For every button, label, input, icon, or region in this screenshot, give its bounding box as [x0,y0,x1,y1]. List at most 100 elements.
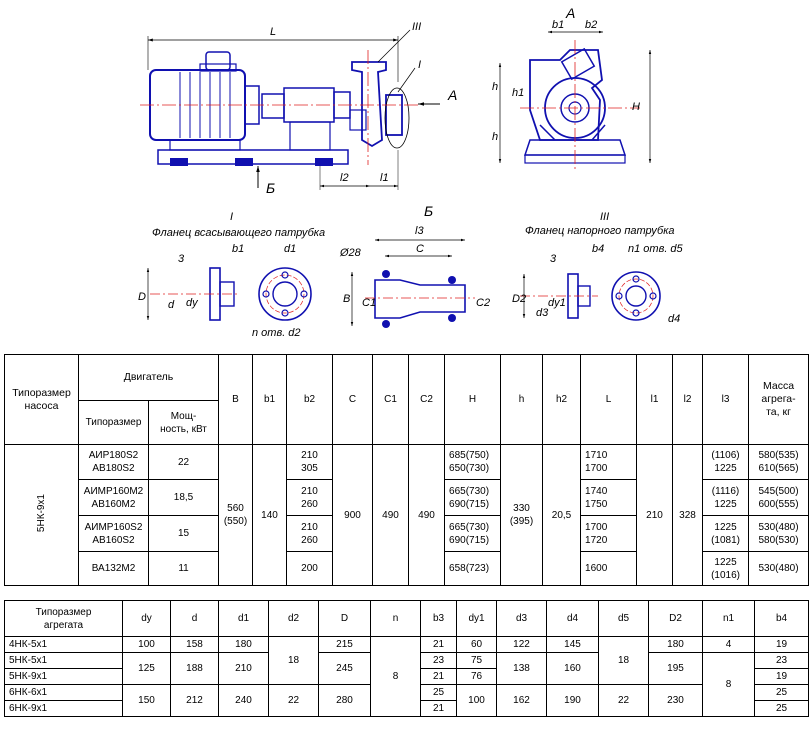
view-A: A b1 b2 h h h1 H [492,5,652,170]
th-b4: b4 [754,600,809,637]
flange-outlet-title: Фланец напорного патрубка [525,225,675,237]
dim-phi28: Ø28 [339,247,362,259]
val-n: 8 [370,636,421,717]
pump-name: 5НК-9х1 [36,493,47,533]
val-H: 685(750) 650(730) [444,444,502,480]
val-mass: 530(480) 580(530) [748,515,810,552]
dim-l2: l2 [340,172,349,184]
th-dy1: dy1 [456,600,497,637]
th-d: d [170,600,219,637]
holes-n1-d5: n1 отв. d5 [628,243,684,255]
val-dy1: 100 [456,684,497,717]
motor-type: АИР180S2 АВ180S2 [78,444,149,480]
motor-power: 18,5 [147,479,220,516]
val-d3: 122 [496,636,547,653]
val-d2: 22 [268,684,319,717]
dim-h: h [492,131,498,143]
val-L: 1600 [580,551,638,586]
val-b4: 25 [754,684,809,701]
th-n: n [370,600,421,637]
flange-inlet-view: I Фланец всасывающего патрубка 3 b1 D d … [138,211,325,339]
th-motor: Двигатель [77,354,220,401]
dim-C: C [416,243,424,255]
dim-B: B [343,293,350,305]
side-view: L III I A [140,21,457,196]
holes-n-d2: n отв. d2 [252,327,301,339]
val-d4: 145 [546,636,599,653]
dim-d1: d1 [284,243,296,255]
th-H: H [444,354,502,445]
val-H: 665(730) 690(715) [444,515,502,552]
val-dy: 150 [122,684,171,717]
th-unit: Типоразмер агрегата [4,600,123,637]
dim-h-top: h [492,81,498,93]
val-l3: 1225 (1081) [702,515,750,552]
th-d2: d2 [268,600,319,637]
val-n1: 4 [702,636,755,653]
unit-name: 5НК-9х1 [4,668,123,685]
val-b2: 210 305 [286,444,334,480]
view-A-title: A [565,5,575,21]
callout-I: I [418,59,421,71]
motor-spec-table: Типоразмер насоса Двигатель B b1 b2 C C1… [4,354,810,586]
motor-type: АИМР160М2 АВ160М2 [78,479,149,516]
dim-h1: h1 [512,87,524,99]
dim-D: D [138,291,146,303]
view-B-title: Б [424,203,433,219]
val-h2: 20,5 [542,444,582,586]
val-mass: 545(500) 600(555) [748,479,810,516]
val-b3: 25 [420,684,457,701]
pump-unit-drawing: L III I A [138,5,684,339]
dim-dy1: dy1 [548,297,566,309]
th-D: D [318,600,371,637]
val-d4: 190 [546,684,599,717]
val-dy1: 60 [456,636,497,653]
th-b3: b3 [420,600,457,637]
dim-l1: l1 [380,172,389,184]
motor-type: АИМР160S2 АВ160S2 [78,515,149,552]
val-b2: 210 260 [286,515,334,552]
view-arrow-A: A [447,87,457,103]
val-L: 1710 1700 [580,444,638,480]
dim-b4: b4 [592,243,604,255]
th-L: L [580,354,638,445]
val-b4: 19 [754,636,809,653]
dim-b2: b2 [585,19,597,31]
val-b1: 140 [252,444,288,586]
val-b4: 25 [754,700,809,717]
motor-power: 15 [147,515,220,552]
val-L: 1740 1750 [580,479,638,516]
th-b1: b1 [252,354,288,445]
th-l3: l3 [702,354,750,445]
val-B: 560 (550) [218,444,254,586]
view-arrow-B: Б [266,180,275,196]
pump-cell: 5НК-9х1 [4,444,79,586]
view-III-label: III [600,211,609,223]
val-d5: 18 [598,636,649,685]
val-b4: 19 [754,668,809,685]
dim-3-left: 3 [178,253,185,265]
val-dy1: 75 [456,652,497,669]
val-d3: 138 [496,652,547,685]
val-C1: 490 [372,444,410,586]
view-B-pipe: Б l3 C Ø28 B C1 C2 [339,203,490,328]
dim-C1: C1 [362,297,376,309]
val-b3: 23 [420,652,457,669]
val-d2: 18 [268,636,319,685]
val-H: 658(723) [444,551,502,586]
th-mass: Масса агрега- та, кг [748,354,810,445]
dim-L: L [270,26,276,38]
val-D2: 195 [648,652,703,685]
val-d: 158 [170,636,219,653]
th-l2: l2 [672,354,704,445]
val-b2: 200 [286,551,334,586]
dim-d4: d4 [668,313,680,325]
unit-name: 4НК-5х1 [4,636,123,653]
motor-power: 11 [147,551,220,586]
val-d1: 180 [218,636,269,653]
th-dy: dy [122,600,171,637]
unit-name: 6НК-9х1 [4,700,123,717]
dim-d3: d3 [536,307,549,319]
unit-name: 5НК-5х1 [4,652,123,669]
val-D2: 180 [648,636,703,653]
